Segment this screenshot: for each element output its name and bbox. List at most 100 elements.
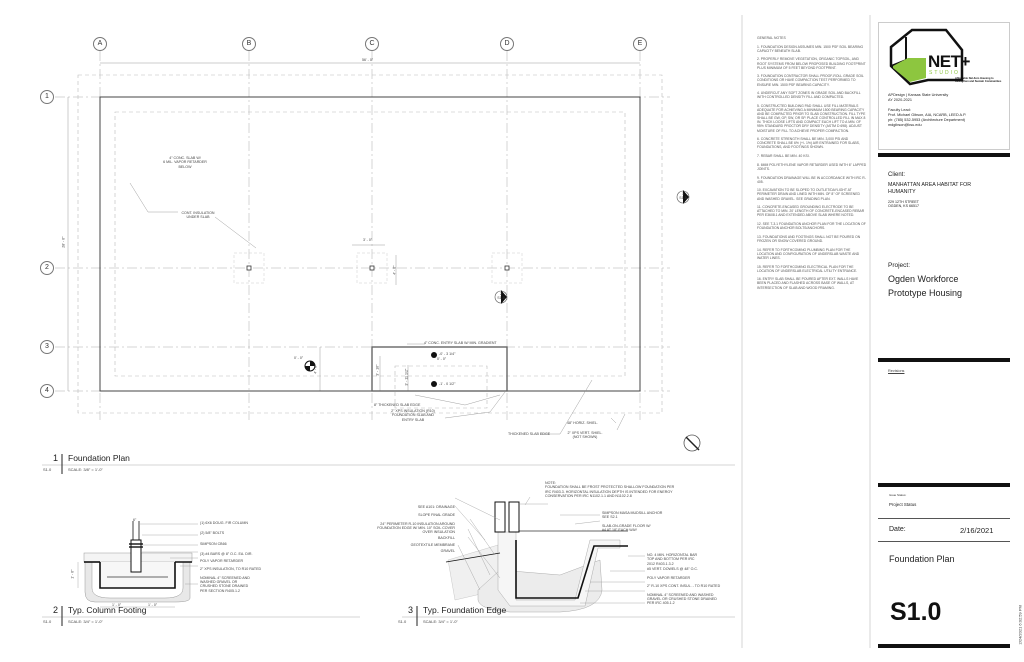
edge-label: 2" R-10 XPS CONT. INSUL. - TO R10 RATED: [647, 584, 721, 589]
entry-slab-outline: [371, 346, 508, 392]
sheet-number: S1.0: [890, 598, 942, 626]
footing-label: CRUSHED STONE DRAINED: [200, 584, 249, 589]
footing-label: PER SECTION R405.1.2: [200, 588, 240, 593]
edge-note-line: CONSERVATION PER IRC N1102.1.1 AND N1102…: [545, 493, 632, 498]
edge-label: GRAVEL: [440, 549, 455, 554]
view-sheet: S1.0: [398, 619, 407, 624]
footing-label: (3) #4 BARS @ 8" O.C. EA. DIR.: [200, 551, 253, 556]
grid-bubble-2: 2: [40, 261, 54, 275]
view-number: 3: [408, 605, 414, 615]
elevation-markers: [304, 352, 437, 387]
logo-panel: [878, 22, 1010, 150]
grid-bubble-e: E: [633, 37, 647, 51]
client-name: MANHATTAN AREA HABITAT FOR HUMANITY: [888, 182, 972, 195]
logo-tagline-line: Affordable Net-Zero Housing to: [955, 77, 994, 80]
edge-note-line: FOUNDATION SHALL BE FROST PROTECTED SHAL…: [545, 485, 675, 490]
grid-bubble-b: B: [242, 37, 256, 51]
general-note: 6. CONCRETE STRENGTH SHALL BE MIN. 3,000…: [757, 137, 860, 150]
elevation-marker-label: 0' - 0": [294, 356, 304, 360]
view-sheet: S1.0: [43, 467, 52, 472]
column-footing-detail: [77, 521, 198, 608]
date-label: Date:: [889, 526, 906, 533]
edge-note-line: IRC R403.3. HORIZONTAL INSULATION DEPTH …: [545, 489, 673, 494]
entry-slab-note: 4" CONC. ENTRY SLAB W/ MIN. GRADIENT: [424, 341, 497, 345]
general-note: 11. CONCRETE-ENCASED GROUNDING ELECTRODE…: [757, 205, 865, 218]
grid-bubble-a: A: [93, 37, 107, 51]
edge-label: SEE S2.1: [602, 515, 618, 520]
general-note: 10. EXCAVATION TO BE SLOPED TO OUTLET/DA…: [757, 188, 860, 201]
general-note: 3. FOUNDATION CONTRACTOR SHALL PROOF-ROL…: [757, 74, 864, 87]
faculty-label: Faculty Lead:: [888, 108, 911, 112]
client-city: OGDEN, KS 66517: [888, 204, 919, 208]
divider: [878, 541, 1010, 542]
title-block-divider: [878, 644, 1010, 648]
issue-status-label: Issue Status:: [889, 493, 907, 497]
footing-labels: (1) 6x6 DOUG. FIR COLUMN (2) 5/8" BOLTS …: [200, 521, 261, 593]
edge-label: TOP AND BOTTOM PER IRC: [647, 557, 695, 562]
print-timestamp: 2/24/2021 6:02:59 PM: [1017, 605, 1023, 645]
title-block-divider: [878, 153, 1010, 157]
xps-note-line: FOUNDATION SLAB AND: [391, 413, 435, 418]
xps-note: 2" XPS INSULATION (R10) FOUNDATION SLAB …: [378, 409, 448, 422]
general-note: 12. SEE T-3.1 FOUNDATION ANCHOR PLAN FOR…: [757, 222, 866, 231]
faculty-name: Prof. Michael Gibson, AIA, NCARB, LEED A…: [888, 113, 967, 117]
sheet-title: Foundation Plan: [889, 554, 955, 564]
project-info: Project: Ogden Workforce Prototype Housi…: [878, 262, 1010, 300]
slab-outline: [99, 96, 641, 392]
edge-label: PER IRC 405.1.2: [647, 601, 675, 606]
elevation-label: -0' - 3 1/4": [439, 352, 456, 356]
view-number: 1: [53, 453, 59, 463]
slab-note: 4" CONC. SLAB W/ 6 MIL. VAPOR RETARDER B…: [150, 156, 220, 169]
grid-bubble-3: 3: [40, 340, 54, 354]
slab-note-line: BELOW: [178, 164, 192, 169]
edge-label: 24" PERIMETER R-10 INSULATION AROUND: [380, 521, 455, 526]
elevation-label: 0' - 0": [437, 357, 447, 361]
section-marker-sheet: S1.0: [679, 196, 687, 201]
faculty-email[interactable]: mdgibson@ksu.edu: [888, 123, 922, 127]
edge-right-labels-2: NO. 4 MIN. HORIZONTAL BAR TOP AND BOTTOM…: [647, 553, 720, 606]
section-marker-num: 1: [682, 192, 684, 196]
general-note: 5. CONSTRUCTED BUILDING PAD SHALL USE FI…: [757, 104, 866, 133]
edge-label: #5 VERT. DOWELS @ 48" O.C.: [647, 566, 698, 571]
issue-status: Project Status: [889, 502, 917, 507]
edge-label: POLY VAPOR RETARDER: [647, 576, 691, 581]
footing-label: SIMPSON CB66: [200, 541, 227, 546]
logo-tagline: Affordable Net-Zero Housing to Strengthe…: [955, 77, 1001, 83]
footing-label: (2) 5/8" BOLTS: [200, 531, 225, 536]
grid-bubble-d: D: [500, 37, 514, 51]
title-block-divider: [878, 358, 1010, 362]
general-notes: GENERAL NOTES 1. FOUNDATION DESIGN ASSUM…: [757, 36, 867, 294]
edge-label: 2012 R403.1.3.2: [647, 561, 674, 566]
client-address: 229 12TH STREET: [888, 200, 919, 204]
view-scale: SCALE: 3/8" = 1'-0": [68, 467, 103, 472]
footing-label: NOMINAL 4" SCREENED AND: [200, 575, 250, 580]
edge-label: GEOTEXTILE MEMBRANE: [410, 542, 455, 547]
client-label: Client:: [888, 172, 906, 178]
general-notes-title: GENERAL NOTES: [757, 36, 786, 40]
edge-label: OVER INSULATION: [422, 530, 455, 535]
general-note: 13. FOUNDATIONS AND FOOTINGS SHALL NOT B…: [757, 234, 861, 243]
general-note: 15. REFER TO FORTHCOMING ELECTRICAL PLAN…: [757, 264, 858, 273]
insulation-note-line: UNDER SLAB: [186, 215, 210, 220]
general-note: 14. REFER TO FORTHCOMING PLUMBING PLAN F…: [757, 247, 860, 260]
footing-label: WASHED GRAVEL OR: [200, 580, 238, 585]
elevation-label: -1' - 0 1/2": [439, 382, 456, 386]
general-note: 9. FOUNDATION DRAINAGE WILL BE IN ACCORD…: [757, 175, 866, 184]
general-note: 1. FOUNDATION DESIGN ASSUMES MIN. 1500 P…: [757, 44, 864, 53]
edge-label: FOUNDATION EDGE W/ MIN. 10" SOIL COVER: [377, 525, 455, 530]
general-note: 8. 6MM POLYETHYLENE VAPOR RETARDER USED …: [757, 162, 867, 171]
date-value: 2/16/2021: [960, 526, 994, 535]
project-label: Project:: [888, 262, 911, 269]
slab-note-line: 4" CONC. SLAB W/: [169, 156, 201, 160]
view-title: Foundation Plan: [68, 453, 130, 463]
view-scale: SCALE: 3/4" = 1'-0": [423, 619, 458, 624]
footing-dim-right: 1' - 0": [148, 603, 158, 607]
project-name: Ogden Workforce Prototype Housing: [888, 274, 963, 298]
footing-label: POLY VAPOR RETARDER: [200, 559, 244, 564]
view-title: Typ. Foundation Edge: [423, 605, 507, 615]
overall-width-dim: 56' - 0": [362, 58, 374, 62]
slab-note-line: 6 MIL. VAPOR RETARDER: [163, 160, 207, 165]
